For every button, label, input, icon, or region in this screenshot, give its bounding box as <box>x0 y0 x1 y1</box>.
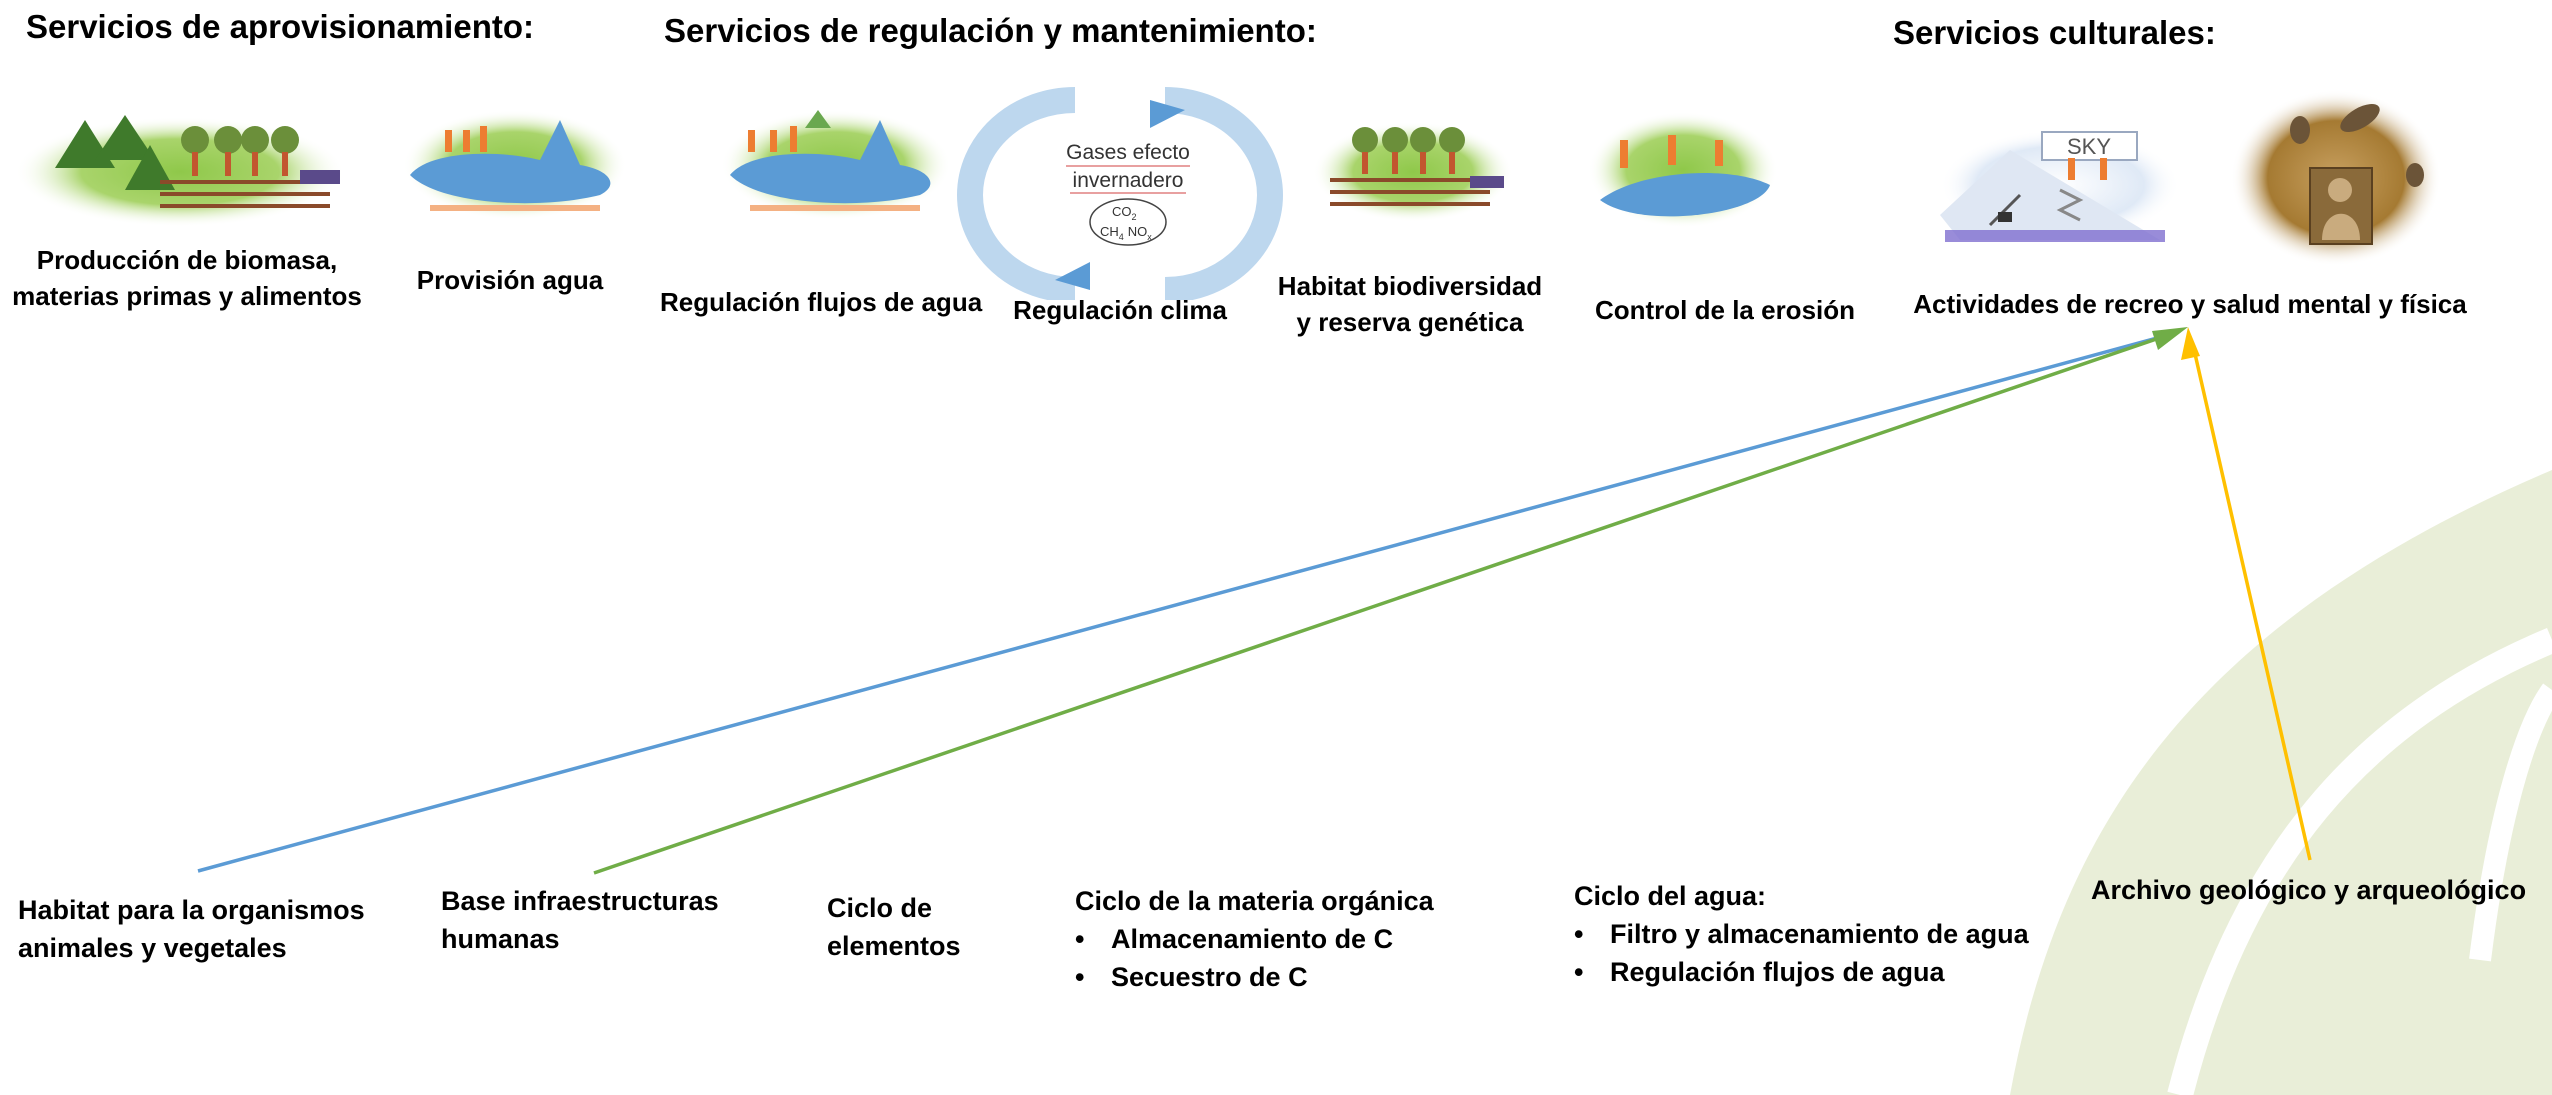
header-provisioning: Servicios de aprovisionamiento: <box>26 8 534 45</box>
label-water-flow-regulation: Regulación flujos de agua <box>660 287 983 317</box>
ski-sign-text: SKY <box>2067 134 2111 159</box>
greenhouse-line2: invernadero <box>1073 169 1184 192</box>
arrowhead-green <box>2152 327 2188 350</box>
function-habitat-line2: animales y vegetales <box>18 933 287 963</box>
function-infrastructure: Base infraestructuras humanas <box>441 882 719 958</box>
function-organic-item: Almacenamiento de C <box>1075 920 1434 958</box>
function-water-list: Filtro y almacenamiento de agua Regulaci… <box>1574 915 2029 991</box>
header-regulation: Servicios de regulación y mantenimiento: <box>664 12 1317 49</box>
label-biomass: Producción de biomasa, materias primas y… <box>12 242 362 314</box>
header-cultural: Servicios culturales: <box>1893 14 2216 51</box>
function-water-title: Ciclo del agua: <box>1574 881 1767 911</box>
archaeology-icon <box>2231 90 2441 266</box>
label-habitat-biodiversity: Habitat biodiversidad y reserva genética <box>1270 268 1550 340</box>
water-flow-icon <box>721 110 951 220</box>
function-organic-item: Secuestro de C <box>1075 958 1434 996</box>
svg-text:CO2: CO2 <box>1112 204 1137 222</box>
biomass-illustration-icon <box>15 115 345 227</box>
function-organic-title: Ciclo de la materia orgánica <box>1075 886 1434 916</box>
water-provision-icon <box>403 110 627 220</box>
function-water-item: Regulación flujos de agua <box>1574 953 2029 991</box>
function-element-line1: Ciclo de <box>827 893 933 923</box>
function-element-cycle: Ciclo de elementos <box>827 889 961 965</box>
label-habitat-line1: Habitat biodiversidad <box>1277 271 1543 301</box>
function-organic-list: Almacenamiento de C Secuestro de C <box>1075 920 1434 996</box>
greenhouse-line1: Gases efecto <box>1066 141 1190 164</box>
connector-geological-to-recreation <box>2191 344 2312 861</box>
label-erosion-control: Control de la erosión <box>1594 295 1856 325</box>
label-biomass-line1: Producción de biomasa, <box>36 245 338 275</box>
connector-habitat-to-recreation <box>197 333 2169 873</box>
function-organic-matter: Ciclo de la materia orgánica Almacenamie… <box>1075 882 1434 996</box>
habitat-biodiversity-icon <box>1313 122 1513 222</box>
label-climate-regulation: Regulación clima <box>1013 295 1227 325</box>
function-water-item: Filtro y almacenamiento de agua <box>1574 915 2029 953</box>
ski-recreation-icon: SKY <box>1940 130 2180 242</box>
function-habitat-line1: Habitat para la organismos <box>18 895 365 925</box>
label-habitat-line2: y reserva genética <box>1296 307 1524 337</box>
function-geological-archive: Archivo geológico y arqueológico <box>2091 875 2527 905</box>
label-recreation: Actividades de recreo y salud mental y f… <box>1913 289 2467 319</box>
function-element-line2: elementos <box>827 931 961 961</box>
function-water-cycle: Ciclo del agua: Filtro y almacenamiento … <box>1574 877 2029 991</box>
function-habitat-organisms: Habitat para la organismos animales y ve… <box>18 891 365 967</box>
function-infrastructure-line2: humanas <box>441 924 560 954</box>
function-infrastructure-line1: Base infraestructuras <box>441 886 719 916</box>
label-biomass-line2: materias primas y alimentos <box>12 281 362 311</box>
erosion-control-icon <box>1588 112 1778 228</box>
arrowhead-yellow <box>2181 327 2200 360</box>
label-water-provision: Provisión agua <box>416 265 604 295</box>
connector-infrastructure-to-recreation <box>593 333 2169 875</box>
